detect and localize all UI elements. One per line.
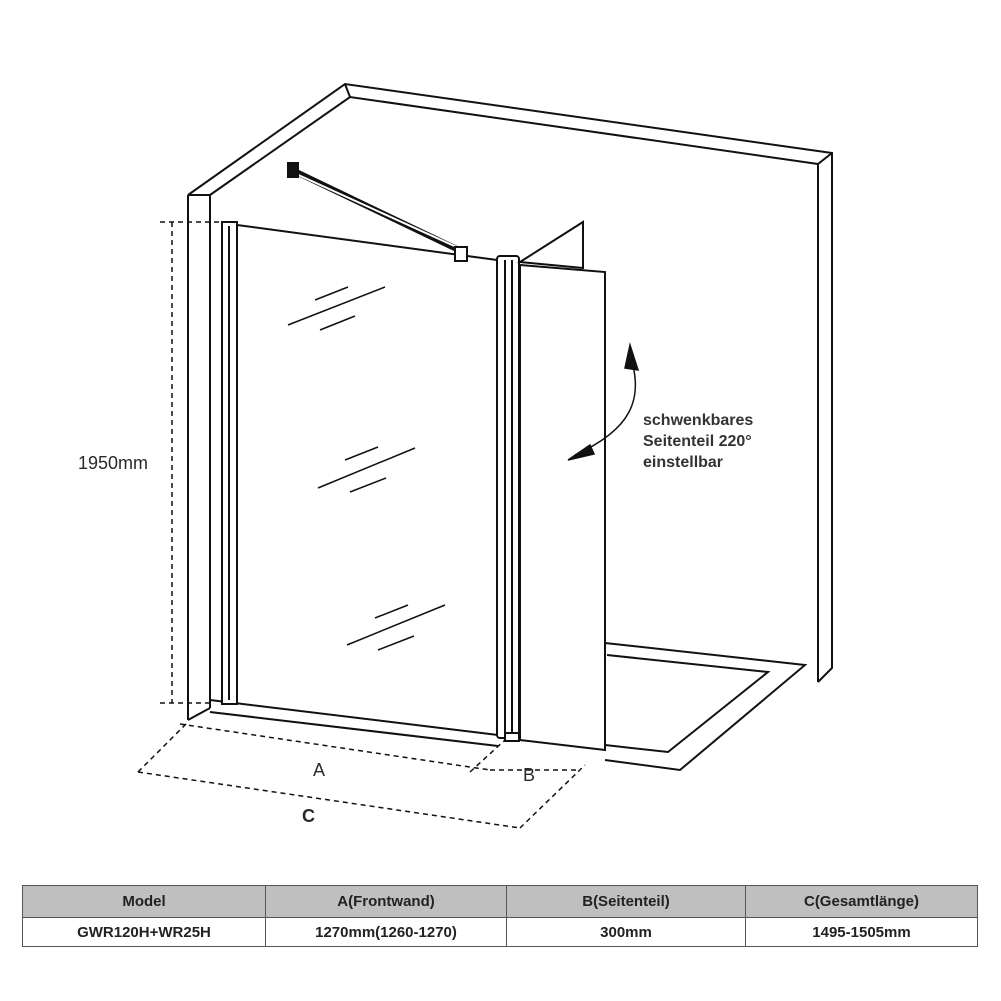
height-dimension-label: 1950mm: [78, 453, 149, 473]
shower-tray: [604, 642, 808, 772]
rotation-arrow: [567, 342, 640, 461]
swivel-note: schwenkbares Seitenteil 220° einstellbar: [643, 410, 753, 473]
side-panel: [517, 220, 606, 752]
back-wall: [187, 82, 833, 683]
wall-support-arm: [287, 162, 468, 262]
header-c: C(Gesamtlänge): [745, 885, 978, 918]
cell-model: GWR120H+WR25H: [22, 917, 266, 947]
note-line-1: schwenkbares: [643, 412, 754, 429]
dimension-a-label: A: [313, 760, 326, 780]
cell-a: 1270mm(1260-1270): [265, 917, 507, 947]
dimension-c-label: C: [302, 806, 315, 826]
table-header-row: Model A(Frontwand) B(Seitenteil) C(Gesam…: [22, 885, 978, 918]
shower-wall-diagram: [137, 82, 833, 829]
note-line-2: Seitenteil 220°: [643, 433, 752, 450]
header-a: A(Frontwand): [265, 885, 507, 918]
left-wall: [187, 194, 211, 721]
note-line-3: einstellbar: [643, 454, 724, 471]
glass-reflections: [287, 286, 446, 651]
table-row: GWR120H+WR25H 1270mm(1260-1270) 300mm 14…: [22, 917, 978, 947]
header-b: B(Seitenteil): [506, 885, 746, 918]
spec-table: Model A(Frontwand) B(Seitenteil) C(Gesam…: [22, 885, 978, 947]
dimension-b-label: B: [523, 765, 536, 785]
header-model: Model: [22, 885, 266, 918]
front-glass-panel: [221, 221, 520, 742]
dimension-lines: [137, 221, 586, 829]
cell-c: 1495-1505mm: [745, 917, 978, 947]
cell-b: 300mm: [506, 917, 746, 947]
